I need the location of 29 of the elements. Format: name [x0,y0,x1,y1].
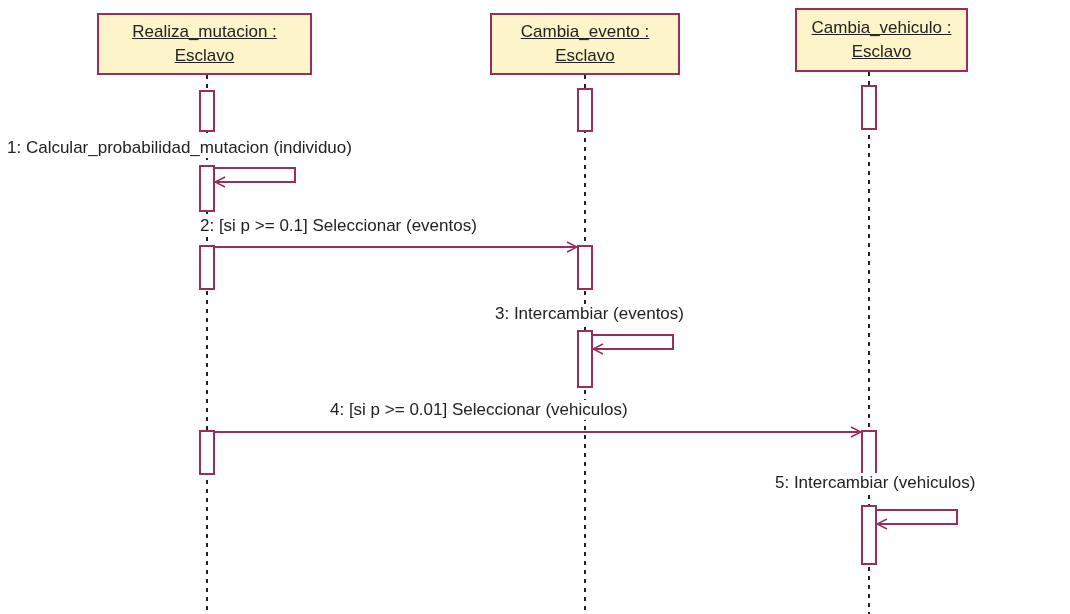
object-name: Cambia_evento : [520,21,650,43]
message-label: 4: [si p >= 0.01] Seleccionar (vehiculos) [328,400,630,420]
object-box [490,13,680,75]
message-arrow [214,241,578,253]
message-arrow [876,509,958,530]
class-name: Esclavo [555,45,615,67]
activation-bar [861,85,877,130]
message-label: 3: Intercambiar (eventos) [493,304,686,324]
object-box [97,13,312,75]
activation-bar [577,88,593,132]
class-name: Esclavo [174,45,235,67]
class-name: Esclavo [851,41,912,63]
activation-bar [199,90,215,132]
activation-bar [199,430,215,475]
activation-bar [861,505,877,565]
message-label: 5: Intercambiar (vehiculos) [773,473,978,493]
message-arrow [214,426,862,438]
activation-bar [577,330,593,388]
message-label: 1: Calcular_probabilidad_mutacion (individuo) [5,138,354,158]
message-arrow [214,167,296,188]
activation-bar [199,165,215,212]
message-arrow [592,334,674,355]
object-name: Realiza_mutacion : [132,21,277,43]
object-box [795,8,968,72]
message-label: 2: [si p >= 0.1] Seleccionar (eventos) [198,216,479,236]
object-name: Cambia_vehiculo : [811,17,952,39]
activation-bar [577,245,593,290]
activation-bar [861,430,877,475]
activation-bar [199,245,215,290]
